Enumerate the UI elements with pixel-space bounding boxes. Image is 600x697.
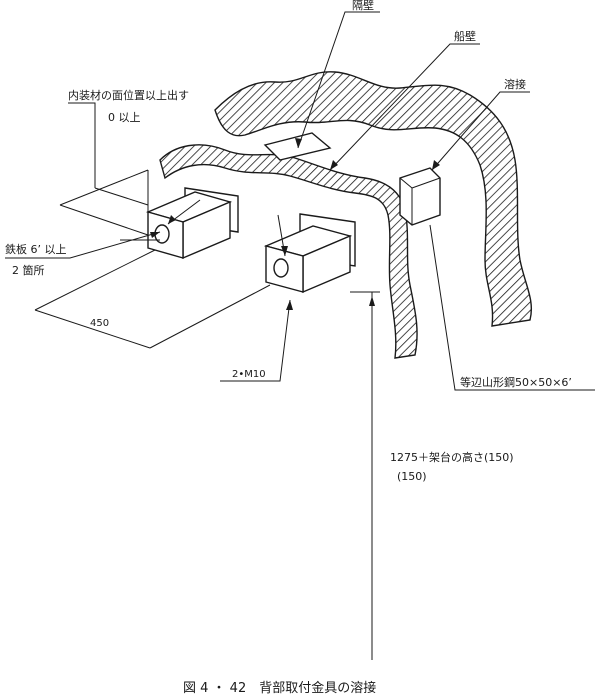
label-hull: 船壁 xyxy=(454,29,476,43)
bolt-hole-right xyxy=(273,258,289,278)
label-height-sub: (150) xyxy=(397,470,427,483)
label-spacing: 450 xyxy=(90,318,109,329)
bulkhead-wall xyxy=(214,71,533,327)
angle-steel xyxy=(399,167,441,226)
figure-caption: 図 4 ・ 42 背部取付金具の溶接 xyxy=(183,680,376,696)
label-height: 1275＋架台の高さ(150) xyxy=(390,450,514,464)
hull-wall xyxy=(159,144,418,359)
label-angle: 等辺山形鋼50×50×6’ xyxy=(460,375,572,389)
label-bulkhead: 隔壁 xyxy=(352,0,374,12)
label-plate-count: 2 箇所 xyxy=(12,263,45,277)
label-weld: 溶接 xyxy=(504,77,526,91)
top-plate xyxy=(263,132,332,161)
label-interior-note: 内装材の面位置以上出す xyxy=(68,88,189,102)
label-plate: 鉄板 6’ 以上 xyxy=(5,242,67,256)
label-interior-min: 0 以上 xyxy=(108,111,141,124)
label-bolt: 2•M10 xyxy=(232,369,266,380)
